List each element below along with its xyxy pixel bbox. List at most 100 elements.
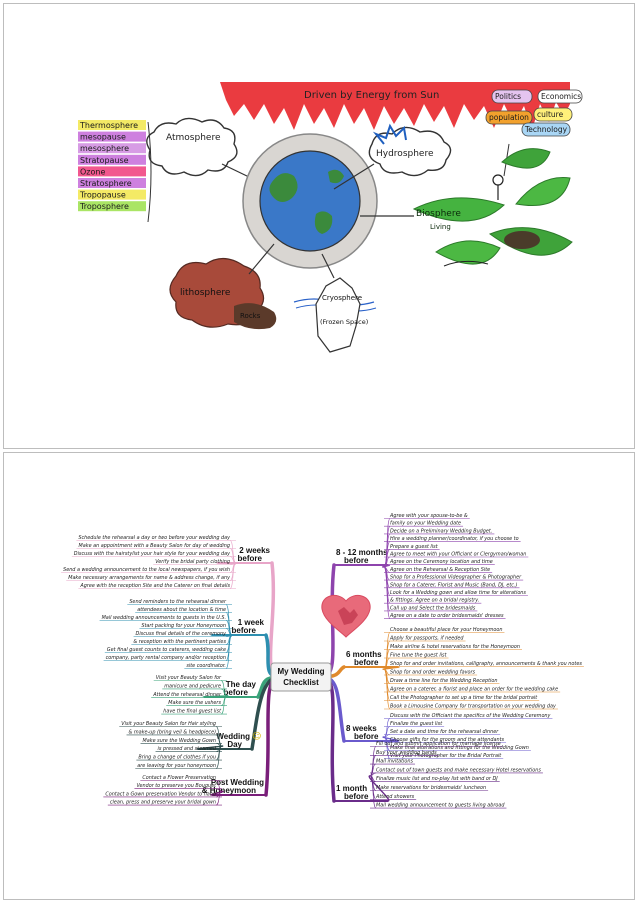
checklist-item[interactable]: Set a date and time for the rehearsal di… — [383, 729, 501, 738]
branch-subtitle[interactable]: before — [224, 688, 249, 697]
heart-decoration — [321, 594, 371, 638]
branch-subtitle[interactable]: Day — [227, 740, 242, 749]
item-label: site coordinator. — [186, 663, 226, 669]
branch-title[interactable]: The day — [226, 680, 257, 689]
checklist-item[interactable]: Finalize music list and no-play list wit… — [369, 775, 500, 782]
cryosphere-sublabel: (Frozen Space) — [320, 318, 368, 326]
branch-line — [264, 675, 281, 797]
item-label: Draw a time line for the Wedding Recepti… — [390, 678, 497, 684]
checklist-item[interactable]: Verify the bridal party clothing — [153, 559, 237, 565]
checklist-item[interactable]: Make sure the Wedding Gown — [140, 738, 223, 747]
factor-bubble — [485, 110, 533, 125]
item-label: Contact a Flower Preservation — [142, 775, 216, 781]
checklist-item[interactable]: Contact out of town guests and make nece… — [369, 767, 543, 777]
sun-shape — [220, 82, 570, 130]
item-label: Shop for a Professional Videographer & P… — [390, 575, 522, 581]
factor-label: culture — [537, 110, 564, 119]
item-label: manicure and pedicure — [164, 683, 221, 689]
item-label: Make sure the Wedding Gown — [143, 738, 216, 744]
layer-highlight — [78, 120, 146, 130]
branch-connector — [368, 775, 390, 802]
factor-bubble — [491, 89, 533, 104]
branch-title[interactable]: 1 week — [238, 618, 265, 627]
layer-highlight — [78, 131, 146, 142]
item-label: Shop for a Caterer, Florist and Music (B… — [390, 582, 518, 588]
factor-bubble — [521, 122, 571, 137]
checklist-item[interactable]: Shop for and order wedding favors — [383, 668, 478, 676]
branch-connector — [210, 790, 224, 796]
checklist-item[interactable]: Attend the rehearsal dinner — [151, 692, 228, 698]
branch-title[interactable]: 8 weeks — [346, 724, 377, 733]
earth-landmass — [328, 169, 344, 184]
branch-subtitle[interactable]: before — [232, 626, 257, 635]
item-label: Mail invitations — [376, 759, 413, 765]
checklist-item[interactable]: Contact a Gown preservation Vendor to ha… — [103, 791, 223, 797]
branch-subtitle[interactable]: & Honeymoon — [202, 786, 256, 795]
branch-title[interactable]: 6 months — [346, 650, 382, 659]
item-label: clean, press and preserve your bridal go… — [110, 800, 216, 806]
earth-landmass — [314, 211, 333, 234]
smiley-icon: ☺ — [252, 731, 261, 742]
item-connector — [369, 775, 377, 809]
item-label: Finalize music list and no-play list wit… — [376, 776, 498, 782]
item-connector — [225, 634, 233, 669]
branch-subtitle[interactable]: before — [344, 792, 369, 801]
checklist-item[interactable]: Discuss final details of the ceremony — [133, 631, 233, 637]
checklist-item[interactable]: clean, press and preserve your bridal go… — [107, 791, 223, 806]
checklist-item[interactable]: Agree on a date to order bridesmaids' dr… — [383, 566, 506, 619]
item-label: have the final guest list — [163, 709, 222, 715]
leaf-shape — [412, 197, 505, 222]
atmosphere-cloud — [146, 117, 238, 177]
earth-systems-drawing: Driven by Energy from Sun Atmosphere The… — [78, 82, 583, 353]
branch-subtitle[interactable]: before — [238, 554, 263, 563]
factor-label: population — [489, 113, 529, 122]
leaf-shape — [515, 177, 571, 206]
branch-subtitle[interactable]: before — [354, 732, 379, 741]
item-label: Send reminders to the rehearsal dinner — [129, 599, 227, 605]
iceberg-shape — [315, 277, 361, 353]
item-label: Fine tune the guest list — [390, 653, 448, 659]
item-label: company, party rental company and/or rec… — [106, 655, 226, 661]
branch-title[interactable]: 2 weeks — [239, 546, 270, 555]
center-node[interactable]: My Wedding Checklist — [270, 662, 332, 692]
checklist-item[interactable]: Agree with the reception Site and the Ca… — [78, 562, 237, 589]
item-label: Make an appointment with a Beauty Salon … — [79, 543, 230, 549]
branch-title[interactable]: Wedding — [216, 732, 250, 741]
checklist-item[interactable]: are leaving for your honeymoon — [135, 745, 223, 769]
branch-connector — [196, 745, 224, 750]
checklist-item[interactable]: Mail wedding announcement to guests livi… — [369, 775, 507, 809]
branch-subtitle[interactable]: before — [344, 556, 369, 565]
checklist-item[interactable]: site coordinator. — [184, 634, 233, 669]
item-label: Shop for and order wedding favors — [390, 670, 476, 676]
item-label: Visit your Beauty Salon for — [156, 675, 222, 681]
biosphere-sublabel: Living — [430, 223, 451, 231]
center-subtitle: Checklist — [283, 678, 319, 687]
checklist-item[interactable]: Visit your Photographer for the Bridal P… — [383, 736, 504, 759]
item-label: Agree on a caterer, a florist and place … — [389, 687, 558, 693]
checklist-item[interactable]: Agree on the Ceremony location and time — [383, 559, 495, 568]
item-label: & make-up (bring veil & headpiece) — [129, 729, 217, 735]
item-label: Send a wedding announcement to the local… — [63, 567, 230, 573]
branch-title[interactable]: Post Wedding — [211, 778, 264, 787]
checklist-item[interactable]: Shop for and order invitations, calligra… — [383, 661, 584, 670]
item-label: Attend showers — [375, 794, 415, 800]
item-label: & fittings. Agree on a bridal registry. — [390, 598, 479, 604]
branch-title[interactable]: 8 - 12 months — [336, 548, 388, 557]
hydrosphere-cloud — [368, 126, 452, 177]
checklist-item[interactable]: Agree on the Rehearsal & Reception Site — [383, 566, 493, 573]
checklist-item[interactable]: have the final guest list — [161, 695, 228, 715]
item-label: Discuss final details of the ceremony — [136, 631, 227, 637]
branch-title[interactable]: 1 month — [336, 784, 367, 793]
checklist-item[interactable]: is pressed and steamed — [155, 745, 223, 752]
branch-subtitle[interactable]: before — [354, 658, 379, 667]
checklist-item[interactable]: Book a Limousine Company for transportat… — [383, 668, 558, 710]
item-label: Discuss with the Officiant the specifics… — [390, 713, 551, 719]
item-label: & reception with the pertinent parties — [133, 639, 226, 645]
